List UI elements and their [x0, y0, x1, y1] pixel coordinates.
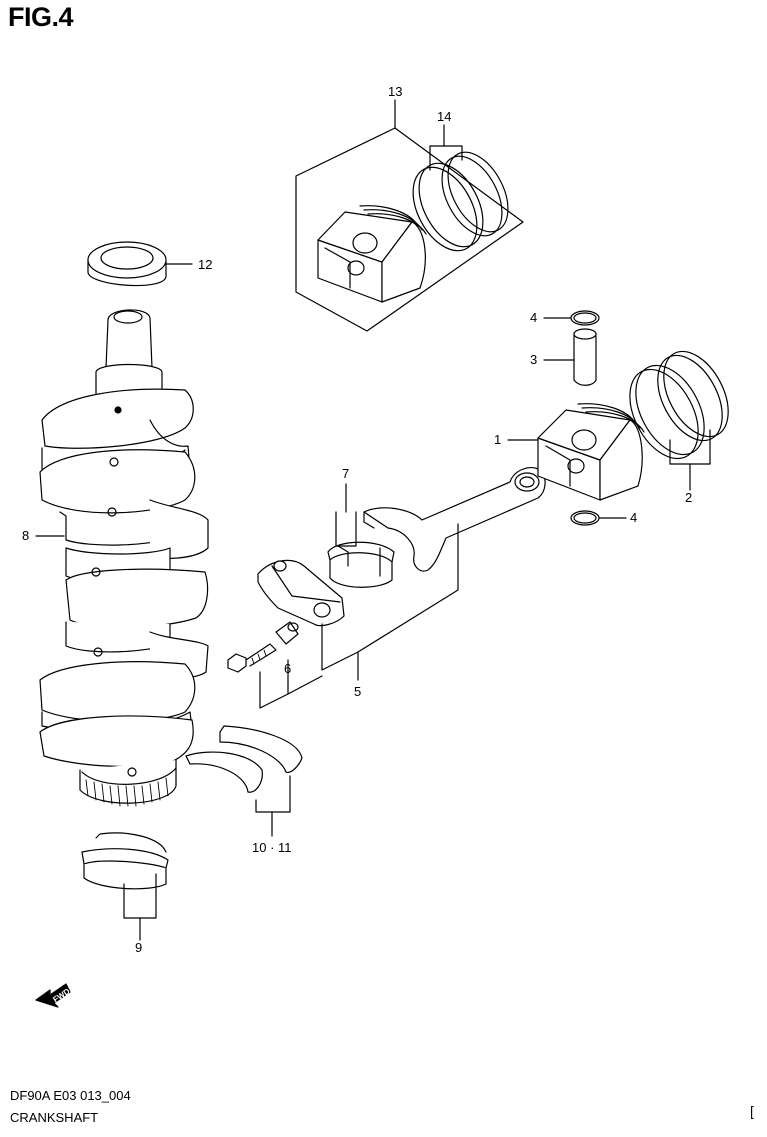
- circlip-bottom: [570, 510, 627, 526]
- piston-kit-rings: [412, 151, 509, 252]
- callout-7: 7: [342, 466, 349, 481]
- figure-code: DF90A E03 013_004: [10, 1088, 131, 1103]
- conrod-bolt: [227, 621, 323, 709]
- piston: [507, 403, 645, 501]
- circlip-top: [543, 310, 600, 326]
- callout-10-11: 10 · 11: [252, 840, 292, 855]
- callout-14: 14: [437, 109, 451, 124]
- callout-4-top: 4: [530, 310, 537, 325]
- corner-mark: [: [750, 1103, 754, 1119]
- callout-5: 5: [354, 684, 361, 699]
- piston-kit-piston: [317, 205, 427, 303]
- figure-name: CRANKSHAFT: [10, 1110, 99, 1125]
- conrod-bearing: [327, 483, 395, 588]
- piston-rings: [629, 350, 729, 491]
- callout-6: 6: [284, 661, 291, 676]
- connecting-rod: [257, 467, 546, 681]
- callout-1: 1: [494, 432, 501, 447]
- crankshaft: [35, 309, 209, 807]
- piston-pin: [543, 328, 597, 386]
- main-bearing: [81, 832, 169, 941]
- piston-kit-box: [295, 99, 524, 332]
- callout-2: 2: [685, 490, 692, 505]
- callout-4-bottom: 4: [630, 510, 637, 525]
- callout-12: 12: [198, 257, 212, 272]
- exploded-parts-diagram: 13 14 12 4 3 1 7 2 4 8 6 5 10 · 11 9 FWD: [22, 84, 729, 1008]
- callout-9: 9: [135, 940, 142, 955]
- figure-title: FIG.4: [8, 2, 74, 32]
- forward-arrow-icon: [35, 983, 71, 1008]
- callout-3: 3: [530, 352, 537, 367]
- thrust-washers: [185, 725, 303, 837]
- callout-13: 13: [388, 84, 402, 99]
- oil-seal: [87, 241, 193, 287]
- callout-8: 8: [22, 528, 29, 543]
